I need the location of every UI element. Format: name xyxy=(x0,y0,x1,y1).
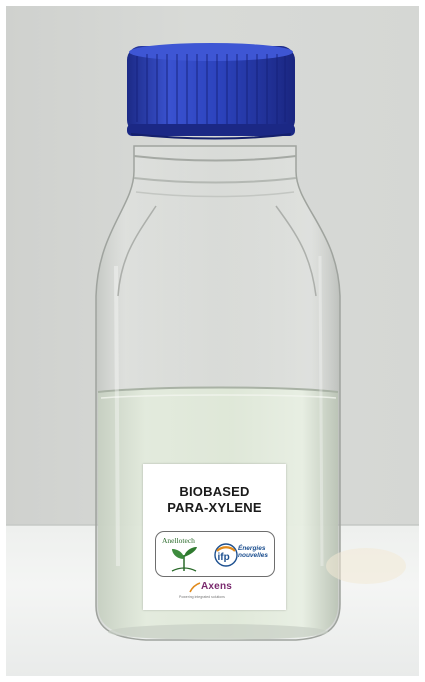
label-line-1: BIOBASED xyxy=(179,484,250,499)
ifp-text-line-1: Énergies xyxy=(238,545,266,552)
sprout-leaf-icon xyxy=(171,547,197,572)
axens-tagline: Powering integrated solutions xyxy=(179,595,225,599)
axens-logo-text: Axens xyxy=(201,581,233,592)
label-line-2: PARA-XYLENE xyxy=(167,500,262,515)
svg-text:ifp: ifp xyxy=(218,552,230,563)
anellotech-logo-text: Anellotech xyxy=(162,536,195,545)
partner-logo-box: Anellotech ifp Énergies nouvelles xyxy=(155,531,275,577)
ifp-text-line-2: nouvelles xyxy=(238,552,268,559)
cap-grooves xyxy=(136,54,286,124)
axens-swoosh-icon xyxy=(189,582,201,593)
product-photo: BIOBASED PARA-XYLENE Anellotech ifp Éner… xyxy=(6,6,419,676)
product-label: BIOBASED PARA-XYLENE Anellotech ifp Éner… xyxy=(143,464,286,610)
ifp-logo-text: Énergies nouvelles xyxy=(238,545,268,559)
ifp-logo-icon: ifp xyxy=(214,543,238,567)
